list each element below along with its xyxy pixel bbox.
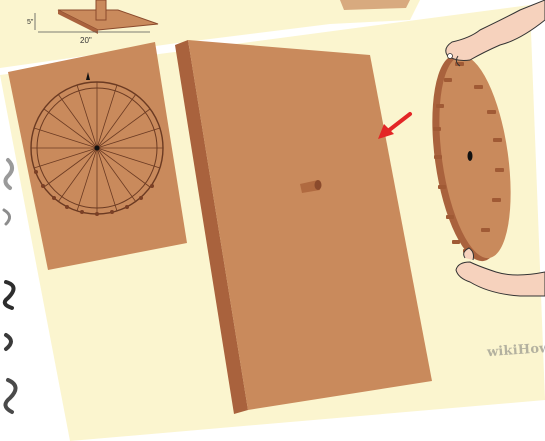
dimension-small-label: 5": [27, 19, 34, 26]
dimension-width-label: 20": [80, 36, 92, 45]
